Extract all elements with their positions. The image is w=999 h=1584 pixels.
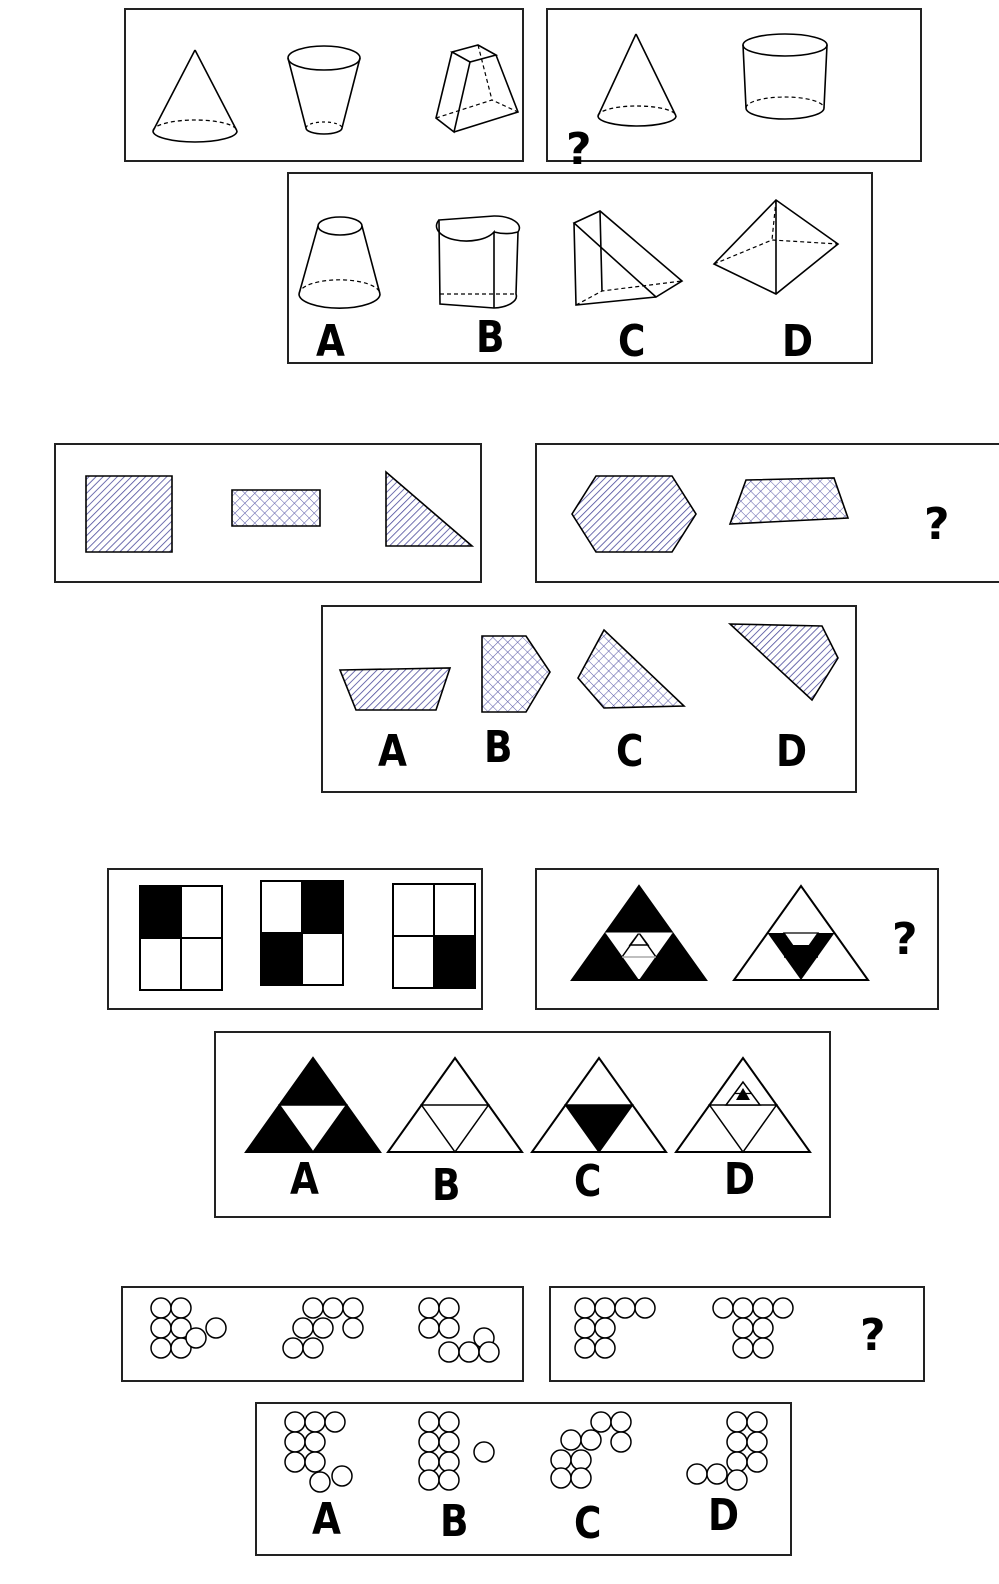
cone-figure <box>594 30 684 135</box>
option-b-label[interactable]: B <box>476 312 505 363</box>
option-c-label[interactable]: C <box>574 1156 602 1207</box>
option-d-label[interactable]: D <box>708 1490 740 1541</box>
option-b-circle-cluster[interactable] <box>412 1410 504 1492</box>
puzzle3-question-mark: ? <box>892 914 918 965</box>
option-c-triangle-center-black[interactable] <box>530 1056 668 1154</box>
option-c-triangular-prism[interactable] <box>570 205 685 310</box>
circle-cluster-figure <box>706 1296 798 1372</box>
option-a-frustum[interactable] <box>296 208 386 318</box>
option-c-crosshatched-quadrilateral[interactable] <box>574 626 690 712</box>
circle-cluster-figure <box>568 1296 660 1372</box>
puzzle1-question-panel <box>546 8 922 162</box>
option-b-label[interactable]: B <box>484 722 513 773</box>
option-c-label[interactable]: C <box>618 316 646 367</box>
crosshatched-rectangle-figure <box>230 488 324 530</box>
option-d-circle-cluster[interactable] <box>680 1410 772 1492</box>
option-c-circle-cluster[interactable] <box>544 1410 636 1492</box>
cone-figure <box>145 45 245 150</box>
option-a-label[interactable]: A <box>316 316 345 367</box>
grid-diagonal-black <box>260 880 344 986</box>
inverted-frustum-figure <box>284 40 364 145</box>
option-b-crosshatched-pentagon[interactable] <box>478 632 553 716</box>
puzzle2-question-mark: ? <box>924 499 950 550</box>
option-c-label[interactable]: C <box>616 726 644 777</box>
option-d-triangle-nested-black[interactable] <box>674 1056 812 1154</box>
puzzle1-example-panel <box>124 8 524 162</box>
puzzle4-question-mark: ? <box>860 1310 886 1361</box>
option-c-label[interactable]: C <box>574 1498 602 1549</box>
circle-cluster-figure <box>412 1296 504 1372</box>
triangle-corners-black-figure <box>570 884 708 982</box>
triangle-center-black-figure <box>732 884 870 982</box>
option-b-label[interactable]: B <box>432 1160 461 1211</box>
hatched-square-figure <box>84 474 176 556</box>
puzzle1-question-mark: ? <box>566 124 592 175</box>
option-d-label[interactable]: D <box>776 726 808 777</box>
hatched-trapezoid-figure <box>726 476 852 528</box>
option-a-triangle-corners-black[interactable] <box>244 1056 382 1154</box>
option-d-hatched-quadrilateral[interactable] <box>726 620 842 704</box>
option-b-label[interactable]: B <box>440 1496 469 1547</box>
grid-top-left-black <box>139 885 223 991</box>
option-b-triangle-all-white[interactable] <box>386 1056 524 1154</box>
option-d-label[interactable]: D <box>724 1154 756 1205</box>
circle-cluster-figure <box>276 1296 368 1372</box>
hatched-hexagon-figure <box>568 472 700 556</box>
cylinder-figure <box>738 30 833 130</box>
frustum-prism-figure <box>430 40 525 140</box>
option-d-label[interactable]: D <box>782 316 814 367</box>
circle-cluster-figure <box>144 1296 236 1372</box>
option-b-half-cylinder[interactable] <box>434 208 529 318</box>
option-a-label[interactable]: A <box>290 1154 319 1205</box>
option-a-hatched-trapezoid[interactable] <box>338 666 453 714</box>
option-a-label[interactable]: A <box>312 1494 341 1545</box>
option-a-label[interactable]: A <box>378 726 407 777</box>
option-d-square-pyramid[interactable] <box>710 198 842 298</box>
hatched-triangle-figure <box>382 468 476 550</box>
option-a-circle-cluster[interactable] <box>278 1410 370 1492</box>
grid-bottom-right-black <box>392 883 476 989</box>
